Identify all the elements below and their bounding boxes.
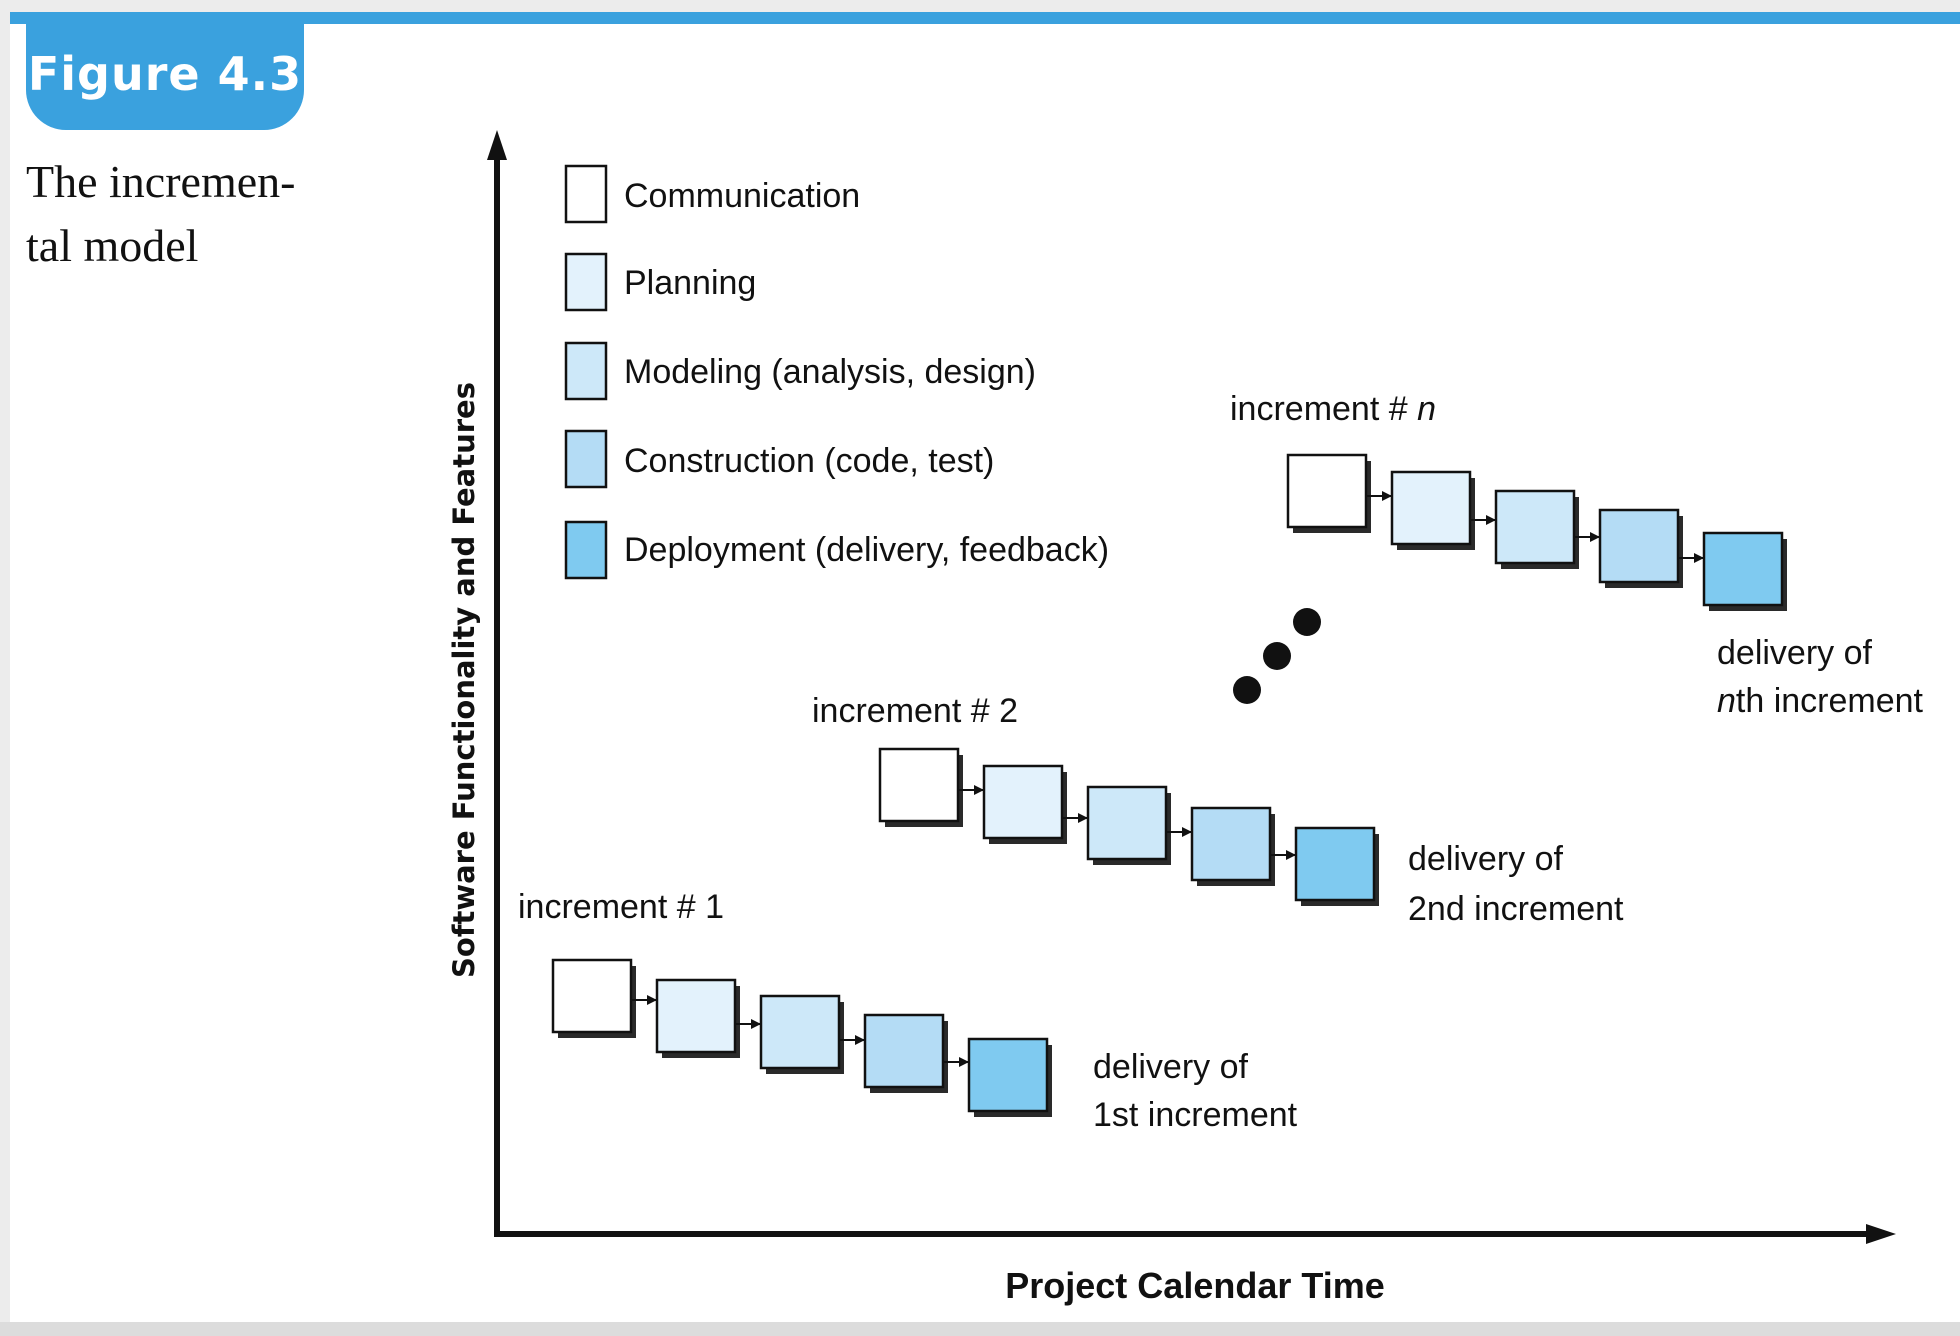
legend-item-planning: Planning <box>564 252 756 312</box>
top-accent-bar <box>10 12 1960 24</box>
increment-1-label: increment # 1 <box>518 888 724 926</box>
incn-construction-box <box>1598 508 1680 584</box>
ellipsis-dot-2 <box>1263 642 1291 670</box>
increment-1: increment # 1 delivery of 1st increment <box>518 888 1298 1134</box>
increment-1-stages <box>551 958 1052 1117</box>
legend-swatch-planning <box>564 252 608 312</box>
ellipsis-dot-1 <box>1233 676 1261 704</box>
legend-swatch-deployment <box>564 520 608 580</box>
legend-label-planning: Planning <box>624 264 756 302</box>
inc2-modeling-box <box>1086 785 1168 861</box>
increment-n-delivery-line-2: nth increment <box>1717 682 1924 720</box>
inc2-deployment-box <box>1294 826 1376 902</box>
increment-n-label-italic: n <box>1417 390 1436 428</box>
legend-label-deployment: Deployment (delivery, feedback) <box>624 531 1109 569</box>
figure-tab: Figure 4.3 <box>26 12 304 130</box>
increment-n-label-prefix: increment # <box>1230 390 1417 428</box>
legend-item-communication: Communication <box>564 164 860 224</box>
incn-deployment-box <box>1702 531 1784 607</box>
inc2-construction-box <box>1190 806 1272 882</box>
increment-n-stages <box>1286 453 1787 611</box>
increment-2-delivery-line-1: delivery of <box>1408 840 1564 878</box>
caption-line-2: tal model <box>26 220 199 271</box>
y-axis-arrowhead <box>487 130 507 160</box>
incn-modeling-box <box>1494 489 1576 565</box>
increment-n-delivery-italic: n <box>1717 682 1736 720</box>
figure-label: Figure 4.3 <box>27 47 303 101</box>
legend-label-communication: Communication <box>624 177 860 215</box>
inc1-planning-box <box>655 978 737 1054</box>
increment-n-delivery-rest: th increment <box>1736 682 1924 720</box>
y-axis-label: Software Functionality and Features <box>447 382 481 978</box>
incn-communication-box <box>1286 453 1368 529</box>
increment-2-delivery-line-2: 2nd increment <box>1408 890 1624 928</box>
bottom-border-strip <box>0 1322 1960 1336</box>
x-axis-label: Project Calendar Time <box>1005 1265 1384 1306</box>
inc2-planning-box <box>982 764 1064 840</box>
increment-2-label: increment # 2 <box>812 692 1018 730</box>
caption-line-1: The incremen- <box>26 156 296 207</box>
increment-n-delivery-line-1: delivery of <box>1717 634 1873 672</box>
x-axis-arrowhead <box>1866 1224 1896 1244</box>
legend-label-construction: Construction (code, test) <box>624 442 994 480</box>
legend-label-modeling: Modeling (analysis, design) <box>624 353 1036 391</box>
increment-n-label: increment # n <box>1230 390 1436 428</box>
legend-swatch-modeling <box>564 341 608 401</box>
increment-1-delivery-line-2: 1st increment <box>1093 1096 1298 1134</box>
inc2-communication-box <box>878 747 960 823</box>
inc1-communication-box <box>551 958 633 1034</box>
inc1-deployment-box <box>967 1037 1049 1113</box>
legend-item-modeling: Modeling (analysis, design) <box>564 341 1036 401</box>
figure-caption: The incremen- tal model <box>26 150 316 278</box>
inc1-construction-box <box>863 1013 945 1089</box>
legend-swatch-communication <box>564 164 608 224</box>
increment-1-delivery-line-1: delivery of <box>1093 1048 1249 1086</box>
increment-n: increment # n delivery of nth increment <box>1230 390 1924 720</box>
legend-swatch-construction <box>564 429 608 489</box>
legend: Communication Planning Modeling (analysi… <box>564 164 1109 580</box>
increment-2-stages <box>878 747 1379 906</box>
legend-item-construction: Construction (code, test) <box>564 429 994 489</box>
incn-planning-box <box>1390 470 1472 546</box>
ellipsis-dots <box>1233 608 1321 704</box>
legend-item-deployment: Deployment (delivery, feedback) <box>564 520 1109 580</box>
inc1-modeling-box <box>759 994 841 1070</box>
ellipsis-dot-3 <box>1293 608 1321 636</box>
increment-2: increment # 2 delivery of 2nd increment <box>812 692 1624 928</box>
